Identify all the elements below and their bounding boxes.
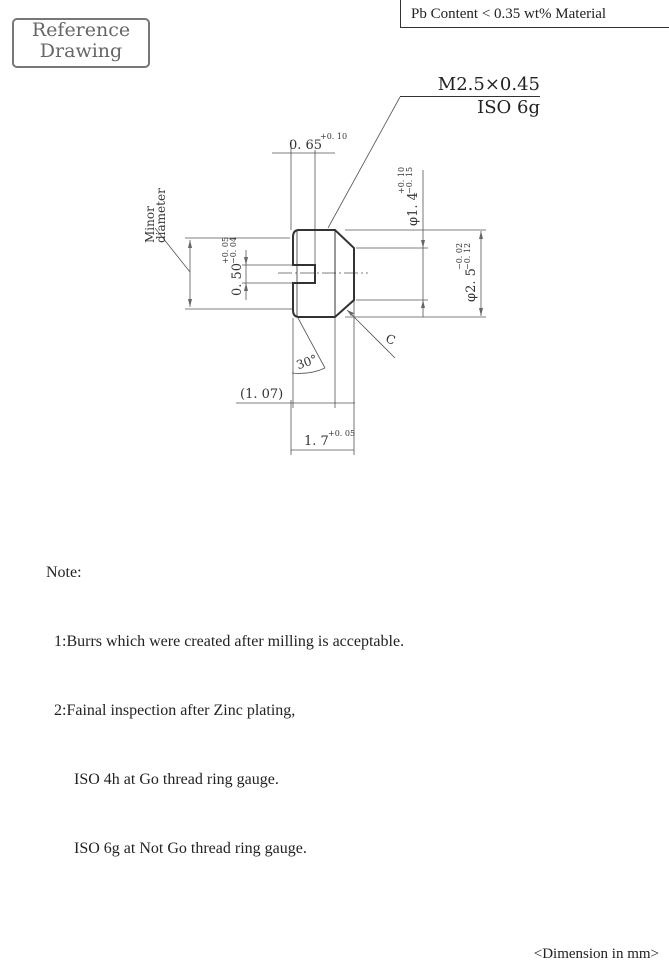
slot-depth-value: 0. 65 <box>289 138 322 153</box>
outer-dia-value: φ2. 5 <box>464 268 479 302</box>
part-drawing: 0. 65 +0. 10 Minor diameter 0. 50 +0. 05… <box>143 96 486 455</box>
outer-dia-tol-lower: −0. 12 <box>463 243 472 270</box>
chamfer-label: C <box>384 331 397 347</box>
notes-title: Note: <box>46 564 82 581</box>
drawing-area: Reference Drawing Pb Content < 0.35 wt% … <box>12 0 669 455</box>
outer-dia-tol-upper: −0. 02 <box>455 243 464 270</box>
thread-spec: M2.5×0.45 ISO 6g <box>400 74 540 119</box>
unit-note: <Dimension in mm> <box>533 946 659 962</box>
chamfer-dia-value: φ1. 4 <box>406 192 421 226</box>
part-outline <box>292 229 355 318</box>
reference-drawing-stamp: Reference Drawing <box>12 18 150 68</box>
minor-diameter-label-2: diameter <box>154 188 168 243</box>
angle-label: 30° <box>294 352 319 372</box>
stamp-line: Drawing <box>39 40 123 62</box>
length-tol: +0. 05 <box>328 429 355 438</box>
note-item: ISO 4h at Go thread ring gauge. <box>46 771 279 788</box>
slot-width-tol-upper: +0. 05 <box>221 237 230 264</box>
slot-width-tol-lower: −0. 04 <box>229 237 238 264</box>
thread-size: M2.5×0.45 <box>400 74 540 97</box>
chamfer-dia-tol-lower: −0. 15 <box>405 167 414 194</box>
ref-length-value: (1. 07) <box>240 387 283 402</box>
notes: Note: 1:Burrs which were created after m… <box>46 515 656 906</box>
note-item: 1:Burrs which were created after milling… <box>46 633 405 650</box>
thread-leader <box>327 96 401 229</box>
thread-tolerance: ISO 6g <box>477 97 540 118</box>
material-note: Pb Content < 0.35 wt% Material <box>400 0 669 28</box>
length-value: 1. 7 <box>304 434 329 449</box>
slot-depth-tol: +0. 10 <box>320 132 347 141</box>
stamp-line: Reference <box>31 19 131 41</box>
slot-width-value: 0. 50 <box>230 263 245 296</box>
chamfer-dia-tol-upper: +0. 10 <box>397 167 406 194</box>
note-item: 2:Fainal inspection after Zinc plating, <box>46 702 296 719</box>
minor-diameter-label: Minor <box>143 206 157 243</box>
note-item: ISO 6g at Not Go thread ring gauge. <box>46 840 307 857</box>
